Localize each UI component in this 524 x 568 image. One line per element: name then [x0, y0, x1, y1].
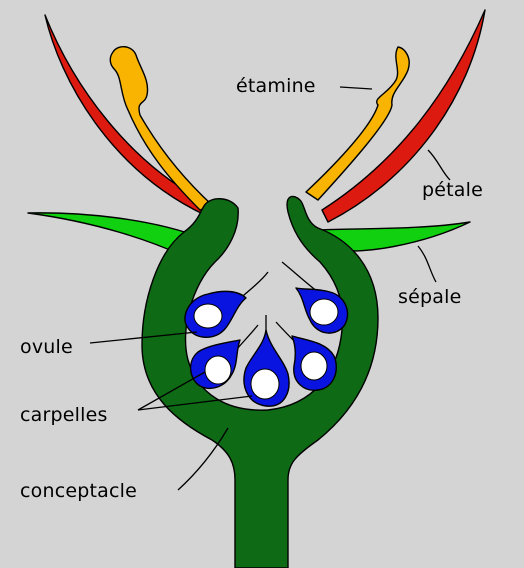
ovule-5	[292, 336, 336, 390]
ovule-1	[185, 291, 246, 337]
label-etamine: étamine	[236, 75, 316, 97]
ovule-3	[191, 340, 240, 388]
leader-petale	[428, 150, 450, 180]
label-petale: pétale	[422, 179, 483, 201]
leader-etamine	[340, 87, 372, 89]
label-ovule: ovule	[20, 336, 73, 358]
label-sepale: sépale	[398, 286, 461, 308]
leader-sepale	[418, 246, 436, 282]
label-carpelles: carpelles	[20, 404, 108, 426]
label-conceptacle: conceptacle	[20, 480, 137, 502]
ovule-4	[244, 330, 289, 406]
